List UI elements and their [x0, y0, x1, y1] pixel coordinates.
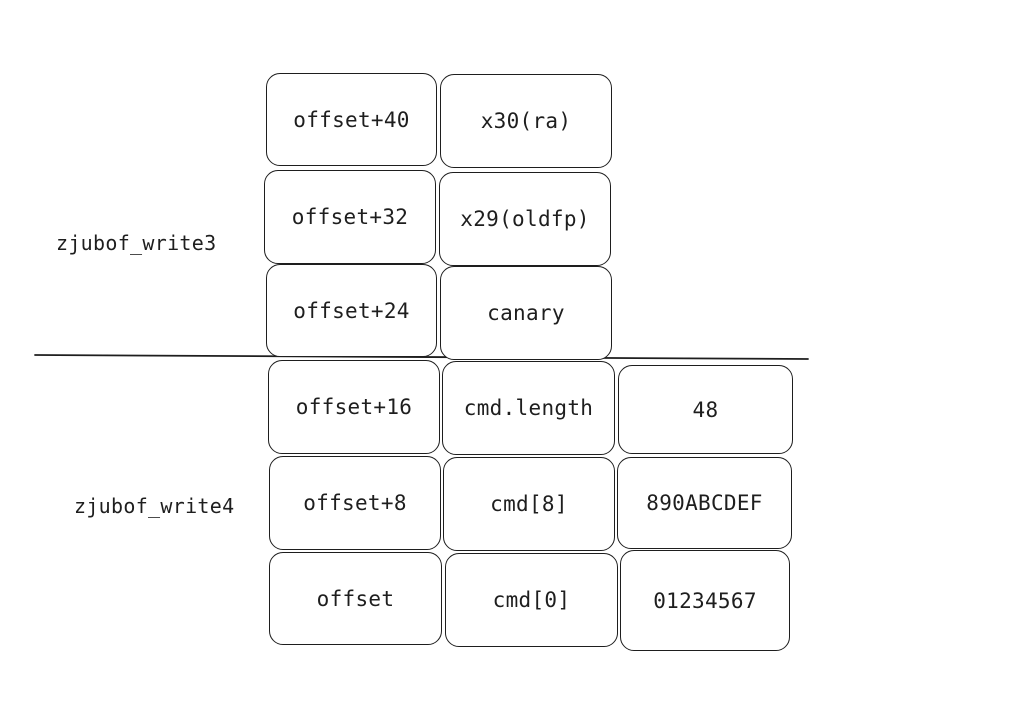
field-cell-x30-ra: x30(ra)	[440, 74, 612, 168]
offset-cell-offset-8: offset+8	[269, 456, 441, 550]
field-cell-cmd-0: cmd[0]	[445, 553, 618, 647]
offset-cell-offset-16: offset+16	[268, 360, 440, 454]
value-cell-01234567: 01234567	[620, 550, 790, 651]
group-label-zjubof-write4: zjubof_write4	[74, 494, 235, 518]
field-cell-cmd-8: cmd[8]	[443, 457, 615, 551]
offset-cell-offset-40: offset+40	[266, 73, 437, 166]
field-cell-cmd-length: cmd.length	[442, 361, 615, 455]
offset-cell-offset-32: offset+32	[264, 170, 436, 264]
field-cell-canary: canary	[440, 266, 612, 360]
value-cell-890abcdef: 890ABCDEF	[617, 457, 792, 549]
offset-cell-offset-24: offset+24	[266, 264, 437, 357]
group-label-zjubof-write3: zjubof_write3	[56, 231, 217, 255]
value-cell-48: 48	[618, 365, 793, 454]
field-cell-x29-oldfp: x29(oldfp)	[439, 172, 611, 266]
offset-cell-offset: offset	[269, 552, 442, 645]
